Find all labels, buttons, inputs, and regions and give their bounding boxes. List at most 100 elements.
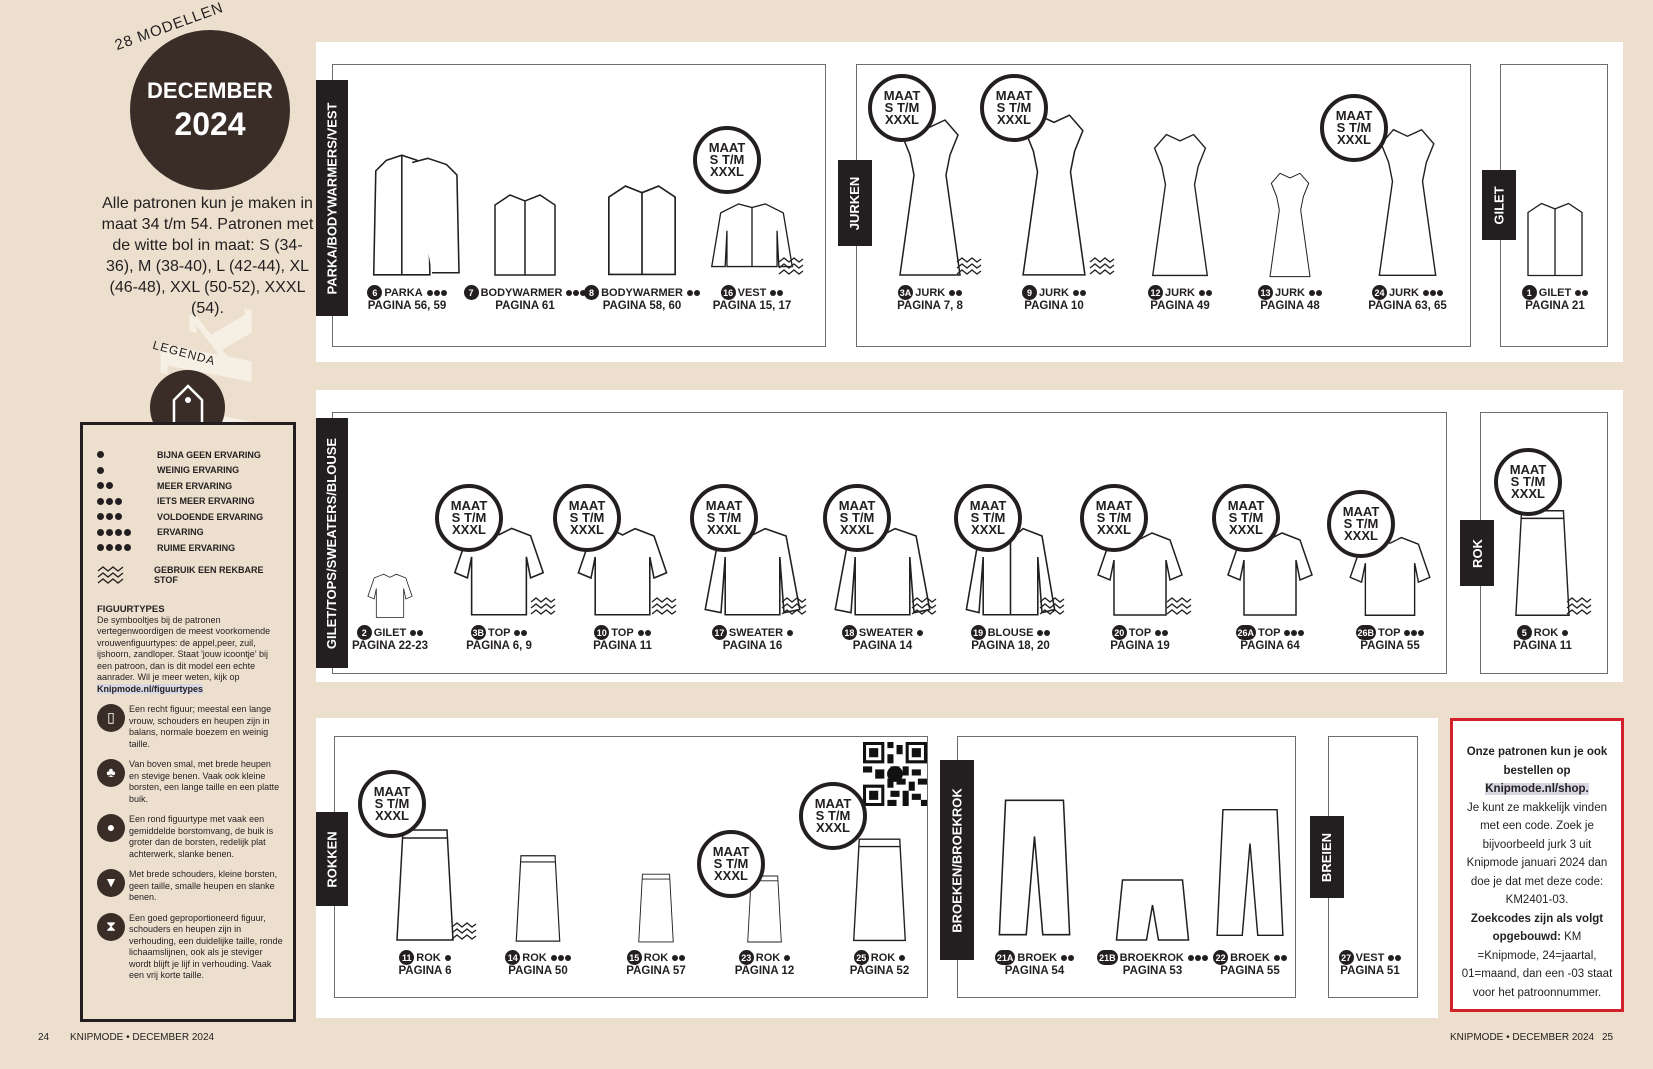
pattern-page: PAGINA 53 (1122, 965, 1183, 977)
difficulty-dots (770, 289, 784, 296)
difficulty-dots (1422, 289, 1443, 296)
stretch-icon (911, 596, 937, 621)
shop-line3: KM =Knipmode, 24=jaartal, 01=maand, dan … (1461, 931, 1613, 999)
pattern-name: GILET (1538, 286, 1572, 299)
issue-badge: DECEMBER 2024 (130, 30, 290, 190)
pattern-number: 7 (463, 285, 479, 300)
pattern-page: PAGINA 58, 60 (602, 300, 682, 312)
footer-right-page: 25 (1602, 1032, 1614, 1043)
pattern-name: PARKA (384, 286, 423, 299)
pattern-name: ROK (643, 951, 669, 964)
difficulty-dots (444, 954, 451, 961)
legend-level: RUIME ERVARING (97, 540, 283, 556)
stretch-icon (778, 256, 804, 281)
garment-drawing (638, 873, 674, 943)
difficulty-dots (1155, 629, 1169, 636)
difficulty-dots (1037, 629, 1051, 636)
level-dots (97, 466, 157, 474)
label-parka: PARKA/BODYWARMERS/VEST (316, 80, 348, 316)
pattern-number: 13 (1258, 285, 1274, 300)
garment-drawing (1330, 900, 1410, 945)
pattern-page: PAGINA 22-23 (351, 640, 429, 652)
difficulty-dots (1072, 289, 1086, 296)
pattern-page: PAGINA 7, 8 (897, 300, 963, 312)
pattern-page: PAGINA 56, 59 (367, 300, 447, 312)
stretch-icon (1166, 596, 1192, 621)
legend-level: ERVARING (97, 525, 283, 541)
garment-drawing (494, 194, 556, 276)
garment-drawing (1022, 114, 1086, 276)
difficulty-dots (1404, 629, 1425, 636)
qr-code[interactable] (863, 742, 927, 806)
pattern-name: JURK (1165, 286, 1195, 299)
level-dots (97, 544, 157, 552)
pattern-name: TOP (1258, 626, 1281, 639)
figure-title: FIGUURTYPES (97, 603, 165, 615)
garment-drawing (608, 185, 676, 276)
pattern-number: 23 (738, 950, 754, 965)
shop-info-box: Onze patronen kun je ook bestellen op Kn… (1450, 718, 1624, 1012)
garment-drawing (1151, 133, 1209, 277)
garment-drawing (1097, 532, 1183, 616)
pattern-page: PAGINA 54 (1004, 965, 1065, 977)
pattern-name: TOP (611, 626, 634, 639)
shop-link[interactable]: Knipmode.nl/shop. (1485, 783, 1589, 795)
pattern-name: JURK (1389, 286, 1419, 299)
icecream-figure-icon: ▼ (97, 869, 125, 897)
pattern-number: 11 (399, 950, 415, 965)
intro-text: Alle patronen kun je maken in maat 34 t/… (101, 195, 314, 317)
stretch-icon (1039, 596, 1065, 621)
difficulty-dots (917, 629, 924, 636)
pattern-page: PAGINA 14 (852, 640, 913, 652)
figure-type: ♣Van boven smal, met brede heupen en ste… (97, 759, 283, 805)
figure-link[interactable]: Knipmode.nl/figuurtypes (97, 683, 204, 694)
pattern-number: 14 (505, 950, 521, 965)
pattern-name: BROEKROK (1119, 951, 1184, 964)
garment-drawing (899, 119, 961, 276)
pattern-page: PAGINA 55 (1360, 640, 1420, 652)
pattern-page: PAGINA 16 (722, 640, 783, 652)
garment-drawing (515, 855, 561, 942)
stretch-icon (781, 596, 807, 621)
apple-figure-icon: ● (97, 814, 125, 842)
difficulty-dots (1388, 954, 1402, 961)
pattern-number: 6 (367, 285, 383, 300)
pattern-number: 16 (720, 285, 736, 300)
legend-level: IETS MEER ERVARING (97, 494, 283, 510)
label-jurken: JURKEN (838, 160, 872, 246)
difficulty-dots (1284, 629, 1305, 636)
